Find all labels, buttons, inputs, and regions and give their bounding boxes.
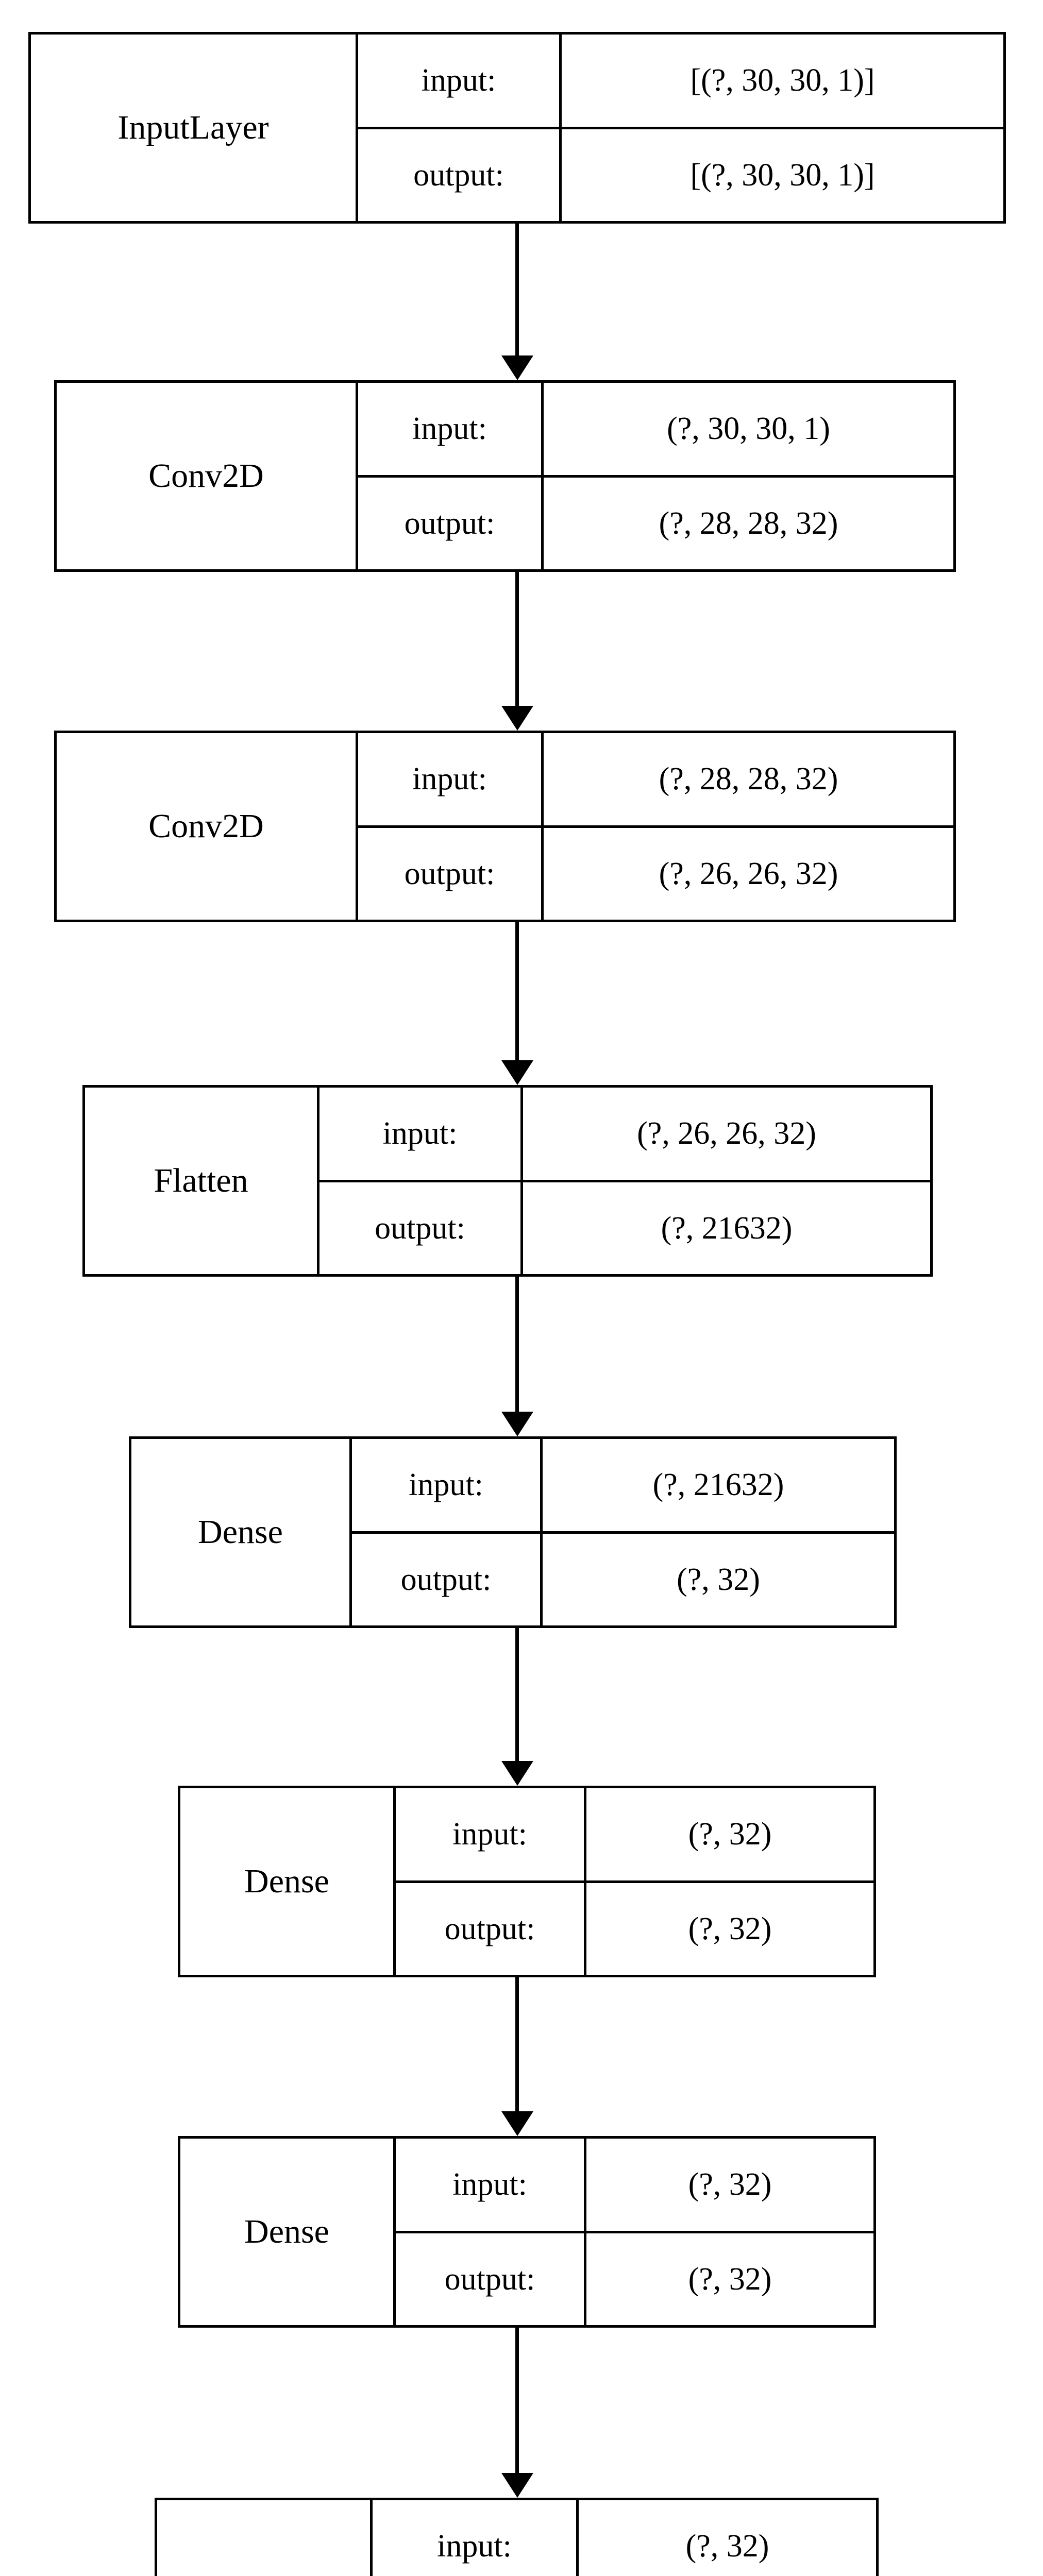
output-label: output: xyxy=(319,1182,523,1274)
arrowhead-icon xyxy=(501,1412,533,1436)
connector-line xyxy=(515,2328,519,2475)
connector-arrow xyxy=(501,2328,533,2498)
output-label: output: xyxy=(396,1883,586,1975)
input-label: input: xyxy=(373,2500,579,2576)
layer-type-label: Dense xyxy=(131,1439,352,1625)
input-shape-value: (?, 32) xyxy=(685,2529,769,2564)
connector-line xyxy=(515,1277,519,1414)
input-shape-value: [(?, 30, 30, 1)] xyxy=(690,63,875,98)
output-shape-value: [(?, 30, 30, 1)] xyxy=(690,157,875,193)
layer-io-table: input: (?, 32) output: (?, 32) xyxy=(396,1788,873,1975)
input-label: input: xyxy=(352,1439,543,1531)
input-row: input: [(?, 30, 30, 1)] xyxy=(358,35,1003,129)
output-row: output: (?, 32) xyxy=(396,2233,873,2325)
connector-line xyxy=(515,922,519,1062)
input-shape-value: (?, 28, 28, 32) xyxy=(659,761,838,797)
output-row: output: (?, 32) xyxy=(352,1533,894,1625)
layer-io-table: input: (?, 30, 30, 1) output: (?, 28, 28, 3… xyxy=(358,383,953,569)
arrowhead-icon xyxy=(501,2473,533,2498)
connector-arrow xyxy=(501,572,533,731)
input-shape-value: (?, 21632) xyxy=(652,1467,784,1503)
arrowhead-icon xyxy=(501,2111,533,2136)
connector-arrow xyxy=(501,1277,533,1436)
layer-type-label: Dense xyxy=(157,2500,373,2576)
connector-arrow xyxy=(501,1628,533,1786)
input-row: input: (?, 30, 30, 1) xyxy=(358,383,953,478)
output-label: output: xyxy=(352,1533,543,1625)
input-row: input: (?, 32) xyxy=(396,2139,873,2233)
output-shape-value: (?, 21632) xyxy=(661,1210,793,1246)
input-shape-value: (?, 26, 26, 32) xyxy=(637,1116,816,1151)
arrowhead-icon xyxy=(501,355,533,380)
arrowhead-icon xyxy=(501,1060,533,1085)
output-row: output: [(?, 30, 30, 1)] xyxy=(358,129,1003,221)
output-row: output: (?, 28, 28, 32) xyxy=(358,477,953,569)
layer-io-table: input: (?, 28, 28, 32) output: (?, 26, 26, … xyxy=(358,733,953,920)
output-row: output: (?, 32) xyxy=(396,1883,873,1975)
input-row: input: (?, 32) xyxy=(373,2500,876,2576)
layer-type-label: Conv2D xyxy=(57,383,358,569)
input-row: input: (?, 28, 28, 32) xyxy=(358,733,953,828)
layer-type-label: Flatten xyxy=(85,1088,319,1274)
connector-arrow xyxy=(501,922,533,1085)
layer-io-table: input: [(?, 30, 30, 1)] output: [(?, 30, 30… xyxy=(358,35,1003,221)
input-row: input: (?, 26, 26, 32) xyxy=(319,1088,930,1182)
output-label: output: xyxy=(358,129,562,221)
input-shape-value: (?, 30, 30, 1) xyxy=(667,411,830,447)
arrowhead-icon xyxy=(501,1761,533,1786)
input-label: input: xyxy=(396,2139,586,2231)
layer-io-table: input: (?, 26, 26, 32) output: (?, 21632) xyxy=(319,1088,930,1274)
input-shape-value: (?, 32) xyxy=(688,2167,772,2202)
input-label: input: xyxy=(358,383,544,475)
layer-type-label: Dense xyxy=(180,1788,396,1975)
input-label: input: xyxy=(358,733,544,825)
layer-type-label: Dense xyxy=(180,2139,396,2325)
arrowhead-icon xyxy=(501,706,533,731)
input-row: input: (?, 21632) xyxy=(352,1439,894,1534)
layer-io-table: input:(?, 32)output:(?, 2) xyxy=(373,2500,876,2576)
layer-type-label: InputLayer xyxy=(31,35,358,221)
output-row: output: (?, 26, 26, 32) xyxy=(358,827,953,920)
connector-line xyxy=(515,224,519,358)
output-shape-value: (?, 26, 26, 32) xyxy=(659,856,838,891)
output-row: output: (?, 21632) xyxy=(319,1182,930,1274)
layer-type-label: Conv2D xyxy=(57,733,358,920)
connector-line xyxy=(515,1977,519,2113)
connector-line xyxy=(515,1628,519,1763)
output-shape-value: (?, 32) xyxy=(677,1562,760,1597)
output-shape-value: (?, 32) xyxy=(688,1911,772,1946)
output-label: output: xyxy=(396,2233,586,2325)
layer-io-table: input: (?, 21632) output: (?, 32) xyxy=(352,1439,894,1625)
input-row: input: (?, 32) xyxy=(396,1788,873,1883)
connector-arrow xyxy=(501,1977,533,2136)
output-label: output: xyxy=(358,827,544,920)
output-shape-value: (?, 28, 28, 32) xyxy=(659,505,838,541)
output-shape-value: (?, 32) xyxy=(688,2261,772,2297)
input-label: input: xyxy=(396,1788,586,1880)
input-shape-value: (?, 32) xyxy=(688,1817,772,1852)
layer-io-table: input: (?, 32) output: (?, 32) xyxy=(396,2139,873,2325)
input-label: input: xyxy=(358,35,562,127)
output-label: output: xyxy=(358,477,544,569)
connector-line xyxy=(515,572,519,708)
input-label: input: xyxy=(319,1088,523,1180)
connector-arrow xyxy=(501,224,533,380)
